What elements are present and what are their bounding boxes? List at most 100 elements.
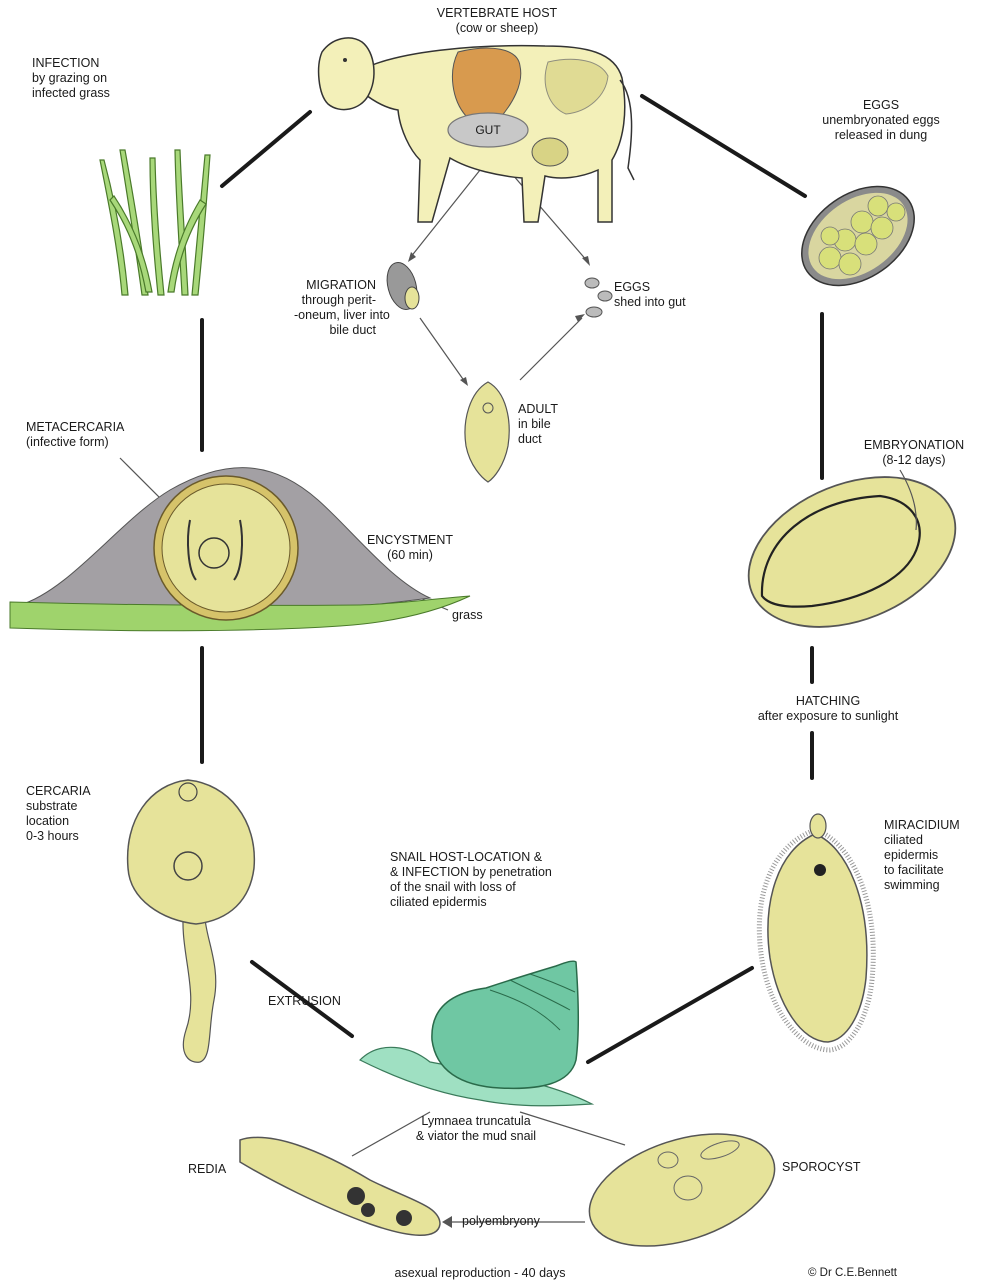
encystment-subtitle: (60 min) [362,548,458,563]
migration-line3: bile duct [294,323,376,338]
polyembryony-label: polyembryony [462,1214,540,1229]
connector-cow-eggs [642,96,805,196]
embryonated-shell [726,448,977,655]
snail-host-label: SNAIL HOST-LOCATION & & INFECTION by pen… [390,850,552,910]
cercaria-line2: location [26,814,91,829]
germ-ball [396,1210,412,1226]
copyright-credit: © Dr C.E.Bennett [808,1266,897,1281]
gut-label: GUT [452,123,524,138]
yolk-cell [871,217,893,239]
snail-illustration [360,961,592,1106]
embryonation-label: EMBRYONATION (8-12 days) [856,438,972,468]
adult-title: ADULT [518,402,558,417]
egg-unembryonated [783,166,933,306]
eggs-gut-line1: shed into gut [614,295,686,310]
snail-name-line1: Lymnaea truncatula [396,1114,556,1129]
vertebrate-host-label: VERTEBRATE HOST (cow or sheep) [412,6,582,36]
cercaria-line1: substrate [26,799,91,814]
sporocyst-label: SPOROCYST [782,1160,861,1175]
cow-udder [532,138,568,166]
infection-title: INFECTION [32,56,110,71]
migration-label: MIGRATION through perit- -oneum, liver i… [294,278,376,338]
arrowhead-adult [460,377,468,386]
grass-illustration [100,150,210,295]
yolk-cell [819,247,841,269]
cercaria-line3: 0-3 hours [26,829,91,844]
snail-shell [432,961,578,1088]
yolk-cell [868,196,888,216]
metacercaria-inner [162,484,290,612]
redia-label: REDIA [188,1162,226,1177]
adult-line1: in bile [518,417,558,432]
encystment-title: ENCYSTMENT [362,533,458,548]
hatching-title: HATCHING [740,694,916,709]
snail-host-line3: of the snail with loss of [390,880,552,895]
snail-name-line2: & viator the mud snail [396,1129,556,1144]
vertebrate-host-subtitle: (cow or sheep) [412,21,582,36]
miracidium-line1: ciliated [884,833,960,848]
yolk-cell [851,211,873,233]
adult-line2: duct [518,432,558,447]
yolk-cell [855,233,877,255]
migration-line2: -oneum, liver into [294,308,376,323]
migration-line1: through perit- [294,293,376,308]
miracidium-eyespot [814,864,826,876]
cercaria-illustration [128,780,255,1062]
sporocyst-body [575,1113,789,1267]
cercaria-title: CERCARIA [26,784,91,799]
small-egg [598,291,612,301]
snail-host-line2: & INFECTION by penetration [390,865,552,880]
adult-fluke-body [465,382,509,482]
redia-illustration [240,1137,440,1235]
yolk-cell [887,203,905,221]
eggs-dung-title: EGGS [806,98,956,113]
eggs-dung-line1: unembryonated eggs [806,113,956,128]
infection-line2: infected grass [32,86,110,101]
extrusion-label: EXTRUSION [268,994,341,1009]
metacercaria-title: METACERCARIA [26,420,124,435]
cercaria-tail [183,905,216,1062]
miracidium-line2: epidermis [884,848,960,863]
yolk-cell [839,253,861,275]
eggs-dung-line2: released in dung [806,128,956,143]
snail-host-line1: SNAIL HOST-LOCATION & [390,850,552,865]
small-egg [585,278,599,288]
migration-larva [405,287,419,309]
arrow-adult-eggs [520,318,582,380]
grass-blade [100,160,128,295]
miracidium-line3: to facilitate [884,863,960,878]
infection-line1: by grazing on [32,71,110,86]
asexual-reproduction-label: asexual reproduction - 40 days [360,1266,600,1281]
encystment-label: ENCYSTMENT (60 min) [362,533,458,563]
egg-embryonated [726,448,977,655]
miracidium-illustration [759,814,873,1050]
arrow-migration-adult [420,318,465,382]
small-egg [586,307,602,317]
connector-miracidium-snail [588,968,752,1062]
small-eggs [585,278,612,317]
vertebrate-host-title: VERTEBRATE HOST [412,6,582,21]
yolk-cell [821,227,839,245]
eggs-gut-label: EGGS shed into gut [614,280,686,310]
adult-label: ADULT in bile duct [518,402,558,447]
sporocyst-illustration [575,1113,789,1267]
hatching-subtitle: after exposure to sunlight [740,709,916,724]
cow-head [319,38,374,110]
snail-name-label: Lymnaea truncatula & viator the mud snai… [396,1114,556,1144]
arrowhead-migration [408,252,416,262]
metacercaria-label: METACERCARIA (infective form) [26,420,124,450]
snail-host-line4: ciliated epidermis [390,895,552,910]
arrowhead-polyembryony [442,1216,452,1228]
migration-title: MIGRATION [294,278,376,293]
infection-label: INFECTION by grazing on infected grass [32,56,110,101]
hatching-label: HATCHING after exposure to sunlight [740,694,916,724]
miracidium-apical-papilla [810,814,826,838]
grass-blade [150,158,164,295]
metacercaria-subtitle: (infective form) [26,435,124,450]
grass-label: grass [452,608,483,623]
eggs-gut-title: EGGS [614,280,686,295]
adult-fluke [465,382,509,482]
cercaria-label: CERCARIA substrate location 0-3 hours [26,784,91,844]
miracidium-line4: swimming [884,878,960,893]
